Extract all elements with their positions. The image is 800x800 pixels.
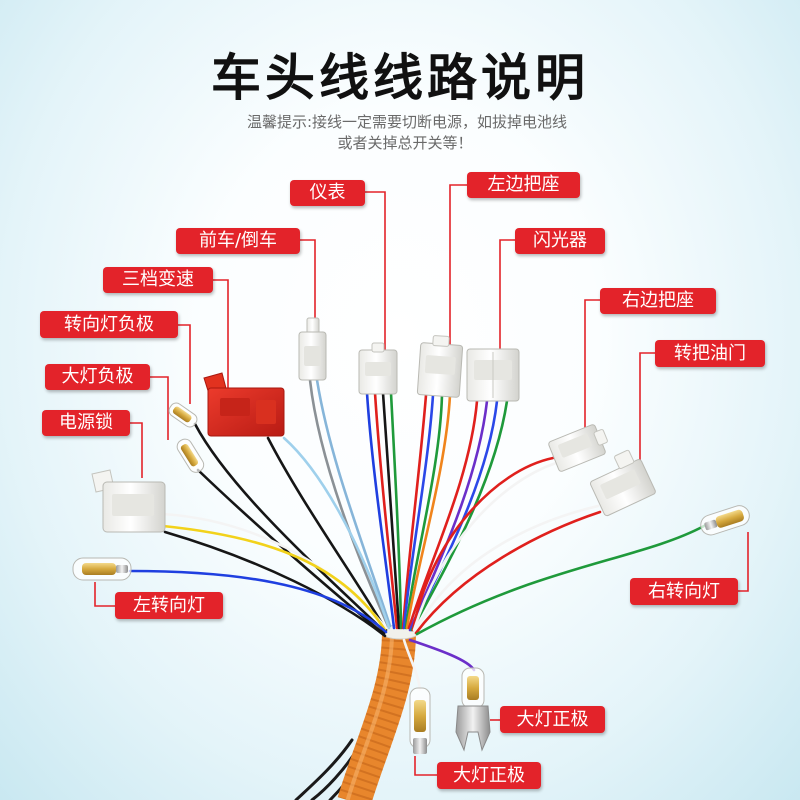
left-turn-signal-terminal — [72, 557, 132, 581]
braided-sleeve — [337, 624, 420, 800]
wire-blue — [402, 393, 435, 630]
safety-notice-line-1: 温馨提示:接线一定需要切断电源，如拔掉电池线 — [246, 113, 568, 131]
wire-red — [373, 391, 399, 630]
label-front-reverse: 前车/倒车 — [176, 228, 300, 254]
label-headlight-positive-1: 大灯正极 — [500, 706, 605, 733]
label-power-lock: 电源锁 — [42, 410, 130, 436]
wires — [128, 378, 706, 692]
wire-orange — [405, 393, 452, 630]
page-title: 车头线线路说明 — [211, 49, 589, 107]
wire-black — [193, 422, 387, 634]
wire-red — [411, 456, 555, 632]
leader-line-throttle — [639, 352, 655, 472]
leader-line-left-handle-seat — [449, 184, 467, 350]
wire-red — [401, 393, 428, 630]
leader-line-headlight-negative — [150, 376, 169, 440]
front-reverse-connector — [298, 317, 327, 381]
turn-signal-negative-terminal — [168, 402, 198, 428]
label-right-turn-signal: 右转向灯 — [630, 578, 738, 605]
leader-line-power-lock — [130, 422, 143, 478]
wire-black — [381, 391, 401, 630]
leader-line-turn-signal-negative — [178, 324, 191, 404]
label-left-turn-signal: 左转向灯 — [115, 592, 223, 619]
headlight-positive-terminal-2 — [409, 687, 431, 754]
leader-line-right-handle-seat — [584, 299, 600, 428]
wire-red — [414, 510, 602, 635]
throttle-connector — [589, 449, 656, 517]
wire-white — [402, 638, 422, 692]
wire-green — [410, 399, 509, 632]
wire-black — [163, 530, 387, 638]
wire-white — [412, 461, 558, 632]
label-right-handle-seat: 右边把座 — [600, 288, 716, 314]
wire-yellow — [161, 524, 387, 632]
headlight-positive-terminal-1 — [455, 667, 491, 752]
leader-line-headlight-positive-2 — [414, 756, 437, 776]
leader-line-left-turn-signal — [94, 582, 115, 607]
label-left-handle-seat: 左边把座 — [467, 172, 580, 198]
label-meter: 仪表 — [290, 180, 365, 206]
wire-green — [404, 393, 444, 630]
wire-purple — [408, 638, 476, 672]
leader-lines — [94, 184, 749, 776]
label-three-speed: 三档变速 — [103, 267, 213, 293]
headlight-negative-terminal — [176, 438, 205, 473]
label-headlight-positive-2: 大灯正极 — [437, 762, 541, 789]
leader-line-right-turn-signal — [738, 532, 749, 592]
leader-line-three-speed — [213, 279, 229, 388]
flasher-connector — [466, 348, 520, 402]
wire-blue — [128, 569, 388, 634]
label-throttle: 转把油门 — [655, 340, 765, 367]
wire-light-blue — [282, 436, 391, 630]
three-speed-connector — [203, 372, 285, 437]
label-flasher: 闪光器 — [515, 228, 605, 254]
wire-gray — [308, 378, 390, 628]
wire-red — [407, 399, 479, 630]
wire-green — [389, 391, 403, 630]
wire-black — [266, 436, 388, 632]
wire-light-blue — [315, 378, 392, 628]
right-turn-signal-terminal — [700, 505, 750, 536]
label-turn-signal-negative: 转向灯负极 — [40, 311, 178, 338]
leader-line-flasher — [499, 239, 515, 352]
left-handle-seat-connector — [416, 335, 464, 398]
leader-line-meter — [365, 191, 386, 352]
wire-green — [415, 524, 706, 636]
right-handle-seat-connector — [548, 424, 608, 472]
safety-notice-line-2: 或者关掉总开关等！ — [337, 134, 473, 152]
wire-blue — [365, 391, 396, 630]
wire-purple — [408, 399, 489, 632]
wire-white — [413, 504, 600, 634]
power-lock-connector — [91, 469, 166, 533]
meter-connector — [358, 342, 398, 395]
label-headlight-negative: 大灯负极 — [45, 364, 150, 390]
leader-line-front-reverse — [300, 239, 316, 322]
